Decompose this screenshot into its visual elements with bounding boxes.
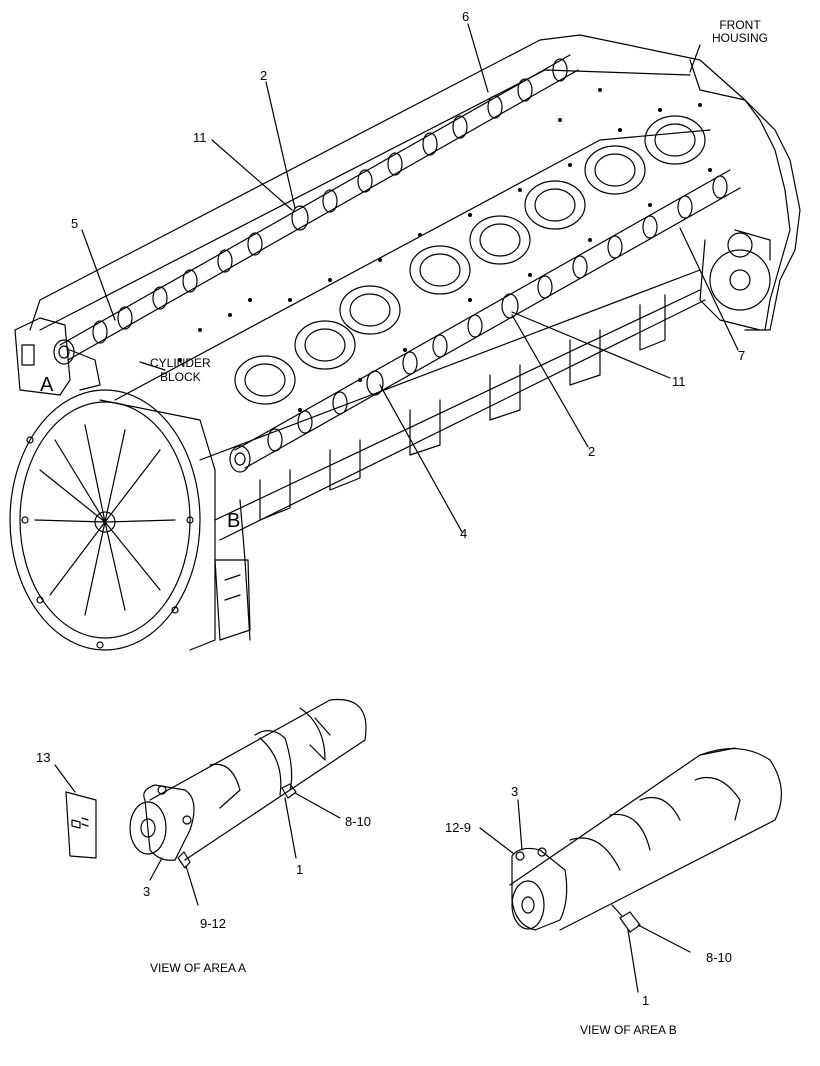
- flywheel-housing: [9, 389, 216, 651]
- deck-bolt-holes: [178, 88, 712, 412]
- callout-2-right: 2: [588, 444, 596, 459]
- callout-1-area-b: 1: [642, 993, 650, 1008]
- view-area-b-drawing: [479, 747, 783, 993]
- area-b-marker: B: [227, 510, 241, 532]
- callout-leaders-main: [81, 23, 739, 533]
- callout-2-top: 2: [260, 68, 268, 83]
- view-area-a-drawing: [54, 698, 367, 906]
- cylinder-block-label: CYLINDER BLOCK: [150, 356, 211, 384]
- front-housing-label: FRONT HOUSING: [712, 18, 769, 45]
- view-area-b-caption: VIEW OF AREA B: [580, 1023, 677, 1037]
- rear-cover-plate: [14, 317, 101, 396]
- callout-12-9: 12-9: [445, 820, 472, 835]
- callout-13: 13: [36, 750, 51, 765]
- callout-8-10-area-b: 8-10: [706, 950, 733, 965]
- callout-11-top: 11: [193, 130, 207, 145]
- callout-3-area-a: 3: [143, 884, 151, 899]
- cylinder-block: [29, 34, 801, 641]
- callout-5: 5: [71, 216, 79, 231]
- area-a-marker: A: [40, 374, 54, 396]
- callout-6: 6: [462, 9, 470, 24]
- callout-4: 4: [460, 526, 468, 541]
- callout-3-area-b: 3: [511, 784, 519, 799]
- camshaft-left-bank: [53, 54, 579, 365]
- callout-7: 7: [738, 348, 746, 363]
- cylinder-bores: [234, 115, 706, 405]
- camshaft-right-bank: [229, 169, 741, 473]
- callout-11-right: 11: [672, 374, 686, 389]
- callout-8-10-area-a: 8-10: [345, 814, 372, 829]
- view-area-a-caption: VIEW OF AREA A: [150, 961, 247, 975]
- callout-1-area-a: 1: [296, 862, 304, 877]
- callout-9-12: 9-12: [200, 916, 227, 931]
